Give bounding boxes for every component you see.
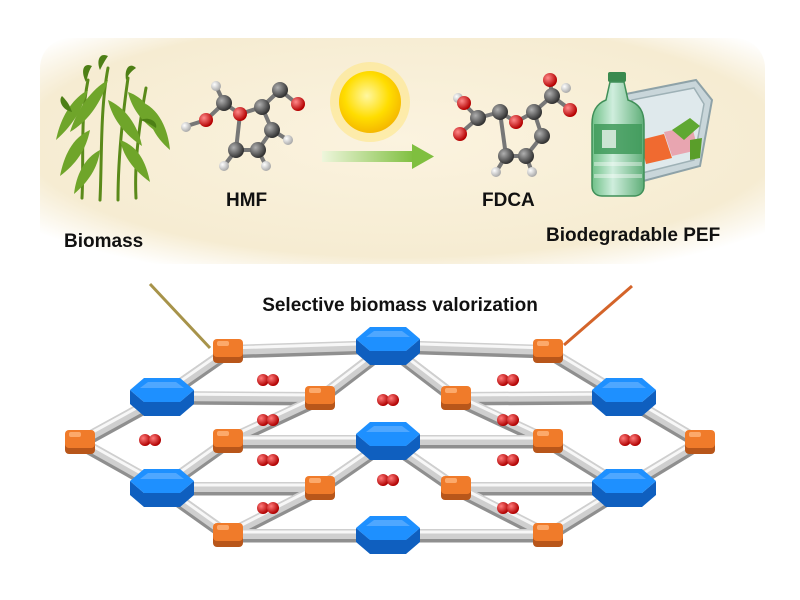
guest-molecule (139, 434, 151, 446)
guest-molecule (257, 374, 269, 386)
blue-node (130, 481, 194, 507)
callout-line-right (563, 284, 633, 347)
guest-molecule (619, 434, 631, 446)
guest-molecule (497, 374, 509, 386)
arrow-icon (322, 144, 434, 169)
blue-node (356, 339, 420, 365)
guest-molecule (497, 454, 509, 466)
guest-molecule (377, 474, 389, 486)
hmf-molecule-icon (181, 81, 305, 171)
biomass-label: Biomass (64, 231, 143, 252)
blue-node (356, 528, 420, 554)
mof-framework (65, 327, 715, 554)
caption: Selective biomass valorization (262, 295, 538, 316)
pef-label: Biodegradable PEF (546, 225, 720, 246)
blue-node (592, 481, 656, 507)
sun-icon (330, 62, 410, 142)
guest-molecule (257, 414, 269, 426)
fdca-label: FDCA (482, 190, 535, 211)
blue-node (130, 390, 194, 416)
callout-line-left (148, 282, 212, 350)
blue-node (356, 434, 420, 460)
hmf-label: HMF (226, 190, 267, 211)
guest-molecule (377, 394, 389, 406)
guest-molecule (497, 414, 509, 426)
fdca-molecule-icon (453, 73, 577, 177)
guest-molecule (257, 454, 269, 466)
bottle-icon (591, 72, 645, 197)
blue-node (592, 390, 656, 416)
guest-molecule (497, 502, 509, 514)
plant-icon (56, 54, 170, 202)
guest-molecule (257, 502, 269, 514)
